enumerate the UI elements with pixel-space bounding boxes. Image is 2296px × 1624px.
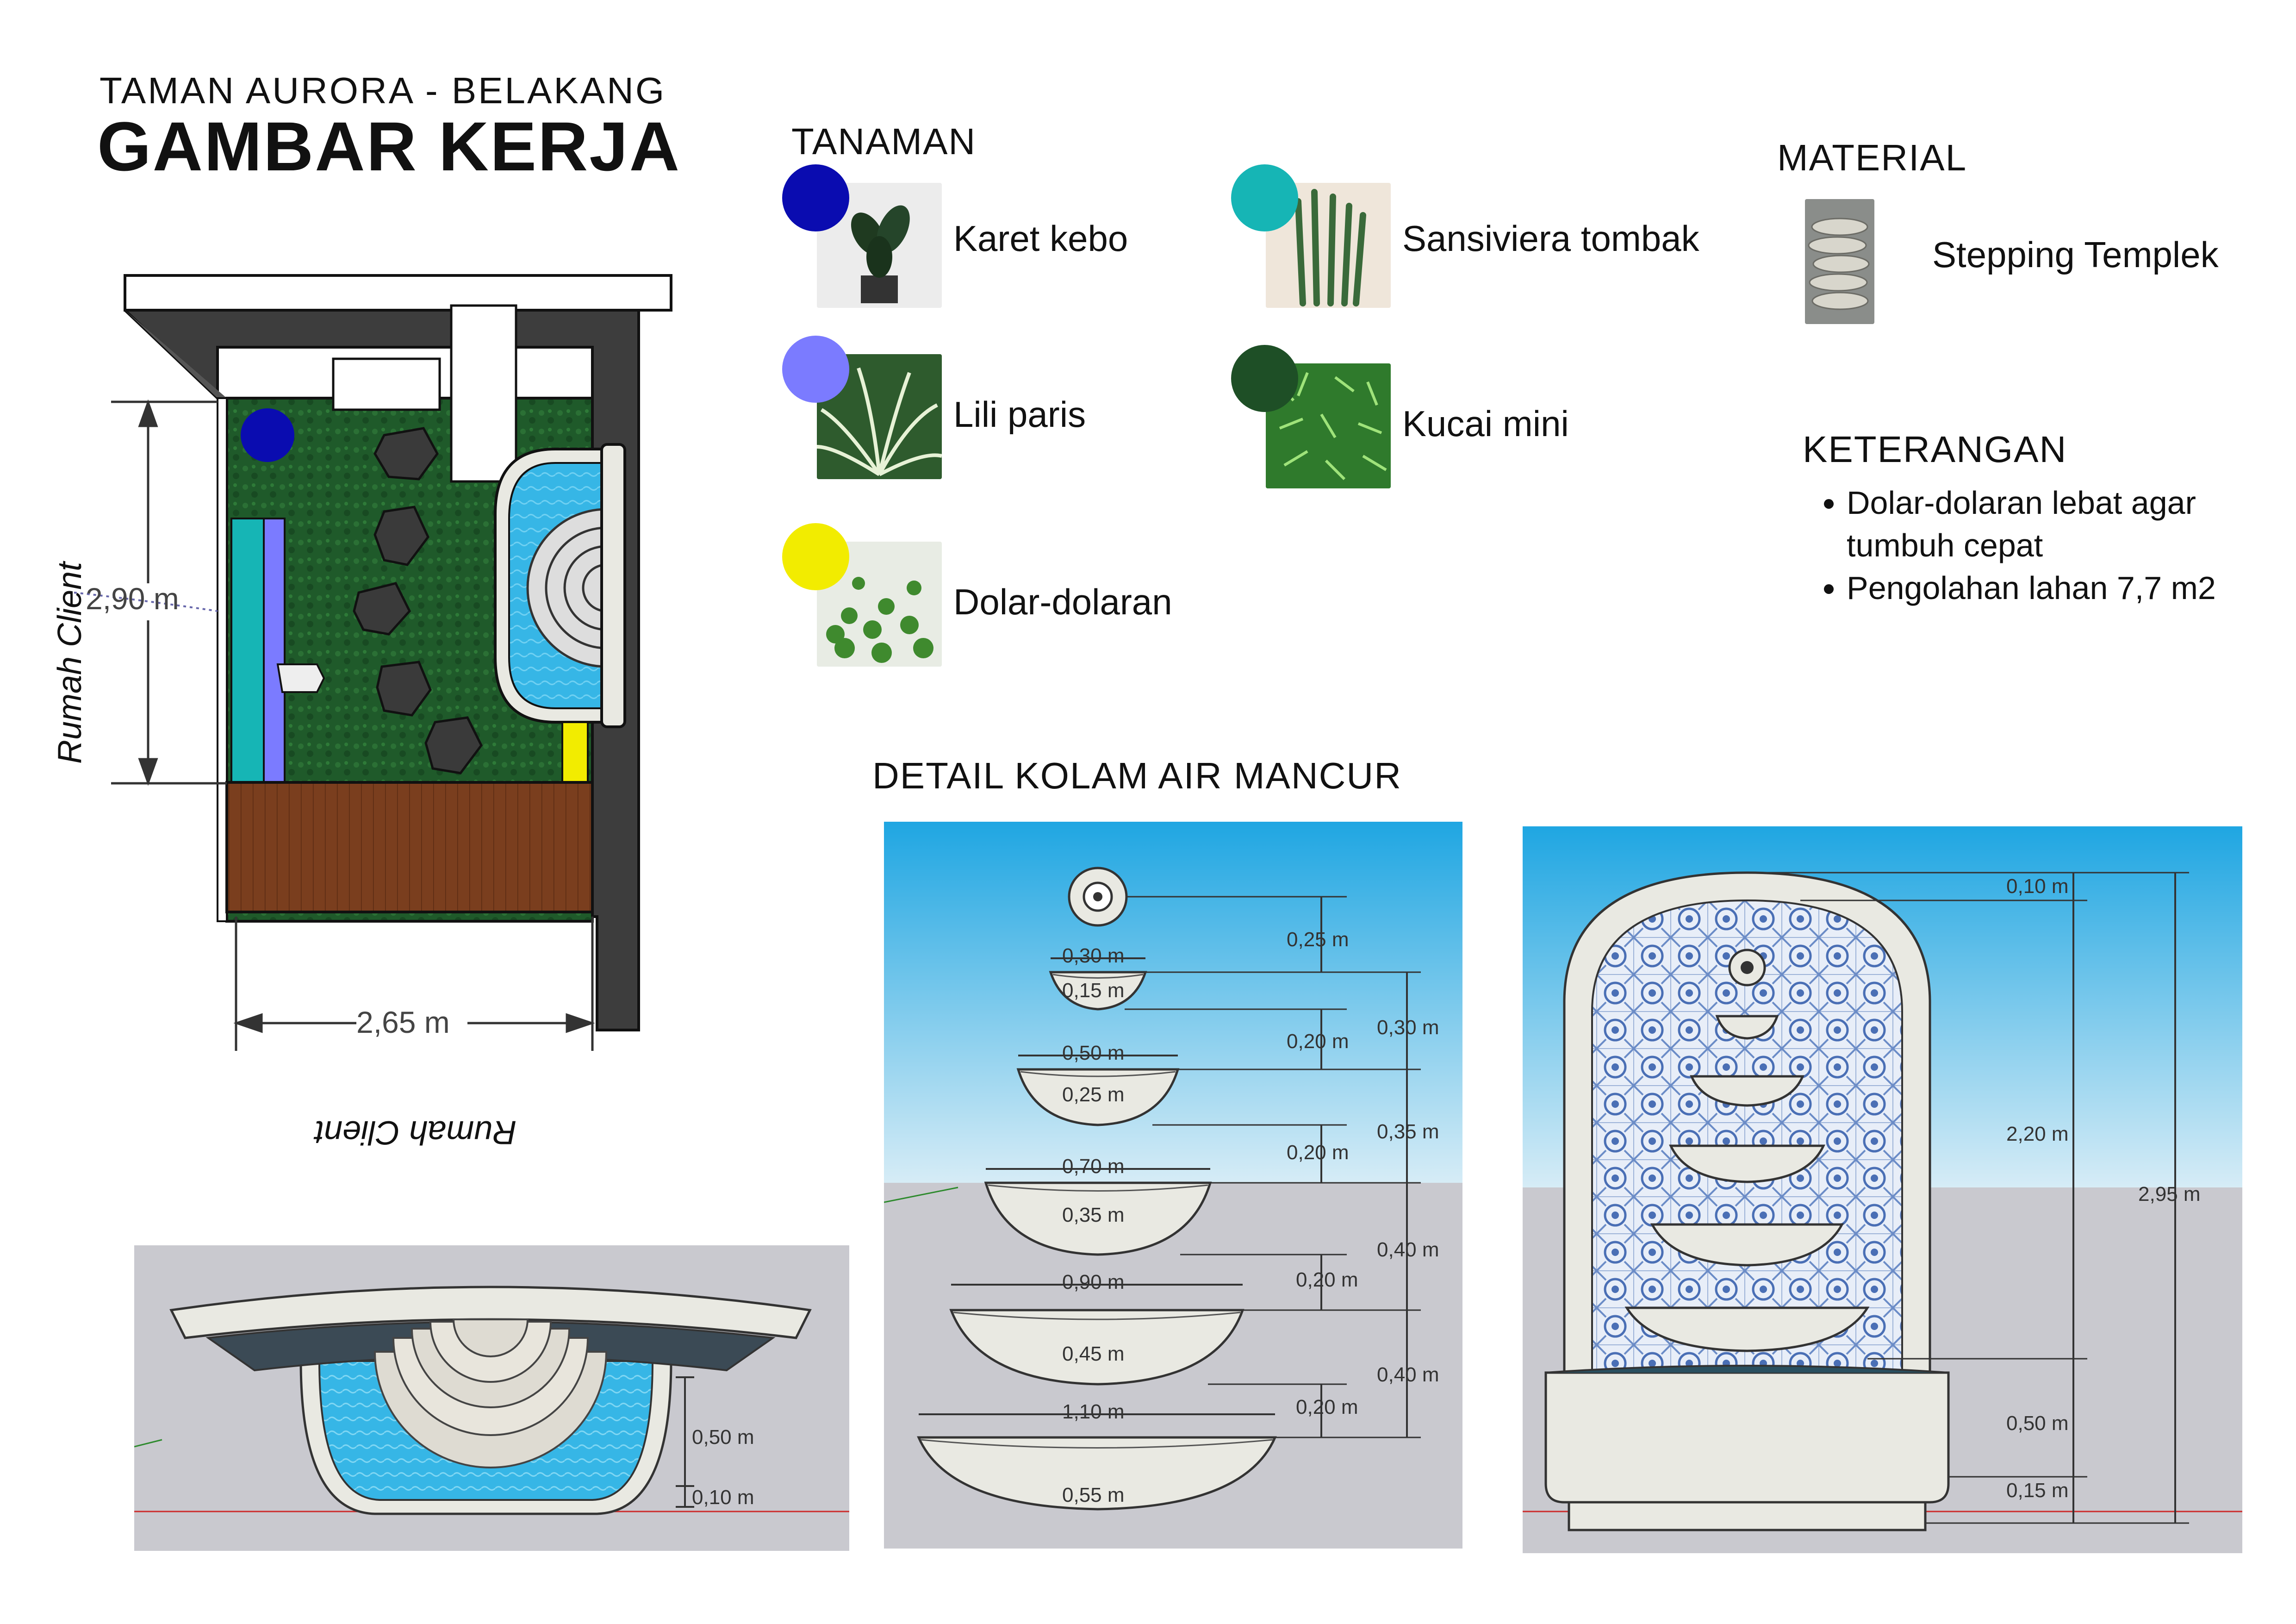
plants-heading: TANAMAN: [791, 121, 977, 162]
sansiviera-label: Sansiviera tombak: [1402, 218, 1699, 259]
lili-paris-swatch: [782, 336, 849, 403]
dolar-dolaran-photo: [817, 542, 942, 667]
lili-paris-label: Lili paris: [953, 394, 1086, 435]
page-subtitle: TAMAN AURORA - BELAKANG: [100, 70, 666, 111]
bowl-spacing-4: 0,40 m: [1377, 1363, 1439, 1386]
karet-kebo-swatch: [782, 164, 849, 231]
bowl-spacing-3: 0,40 m: [1377, 1238, 1439, 1261]
dolar-dolaran-swatch: [782, 523, 849, 590]
sansiviera-swatch: [1231, 164, 1298, 231]
kucai-mini-swatch: [1231, 345, 1298, 412]
bowl-gap-2: 0,20 m: [1287, 1030, 1349, 1053]
elevation-dim-bottom: 0,15 m: [2006, 1479, 2069, 1502]
stepping-templek-label: Stepping Templek: [1932, 234, 2219, 275]
note-item: Dolar-dolaran lebat agar tumbuh cepat: [1847, 481, 2272, 567]
bowl-gap-3: 0,20 m: [1287, 1141, 1349, 1164]
material-heading: MATERIAL: [1777, 137, 1967, 178]
kucai-mini-label: Kucai mini: [1402, 403, 1569, 444]
front-dim-height: 0,50 m: [692, 1426, 754, 1449]
dolar-dolaran-label: Dolar-dolaran: [953, 581, 1172, 622]
karet-kebo-label: Karet kebo: [953, 218, 1128, 259]
page-title: GAMBAR KERJA: [97, 107, 681, 185]
note-item: Pengolahan lahan 7,7 m2: [1847, 567, 2272, 609]
bowl-width-1: 0,30 m: [1062, 944, 1125, 967]
plan-side-label: Rumah Client: [51, 562, 88, 764]
bowl-width-5: 1,10 m: [1062, 1400, 1125, 1423]
front-dim-base: 0,10 m: [692, 1486, 754, 1509]
notes-heading: KETERANGAN: [1803, 429, 2067, 470]
bowl-gap-1: 0,25 m: [1287, 928, 1349, 951]
fountain-elevation: [1523, 826, 2242, 1553]
site-plan: [74, 274, 672, 1051]
notes-list: Dolar-dolaran lebat agar tumbuh cepat Pe…: [1810, 481, 2272, 609]
plan-width-dimension: 2,65 m: [356, 1005, 450, 1039]
bowl-spacing-2: 0,35 m: [1377, 1120, 1439, 1143]
elevation-dim-base: 0,50 m: [2006, 1412, 2069, 1435]
plan-height-dimension: 2,90 m: [86, 581, 179, 616]
elevation-dim-mid: 2,20 m: [2006, 1123, 2069, 1145]
bowl-depth-5: 0,55 m: [1062, 1484, 1125, 1506]
bowl-depth-2: 0,25 m: [1062, 1083, 1125, 1106]
karet-kebo-photo: [817, 183, 942, 308]
bowl-width-4: 0,90 m: [1062, 1271, 1125, 1293]
fountain-front-view: [134, 1245, 849, 1551]
fountain-bowl-section: [884, 822, 1462, 1549]
detail-heading: DETAIL KOLAM AIR MANCUR: [872, 755, 1402, 796]
stepping-templek-photo: [1805, 199, 1874, 324]
bowl-spacing-1: 0,30 m: [1377, 1016, 1439, 1039]
plan-bottom-label: Rumah Client: [315, 1114, 517, 1151]
bowl-gap-4: 0,20 m: [1296, 1268, 1358, 1291]
elevation-dim-total: 2,95 m: [2138, 1183, 2201, 1206]
bowl-width-2: 0,50 m: [1062, 1042, 1125, 1064]
bowl-depth-4: 0,45 m: [1062, 1343, 1125, 1365]
bowl-depth-1: 0,15 m: [1062, 979, 1125, 1002]
elevation-dim-top: 0,10 m: [2006, 875, 2069, 898]
bowl-depth-3: 0,35 m: [1062, 1204, 1125, 1226]
bowl-gap-5: 0,20 m: [1296, 1396, 1358, 1418]
bowl-width-3: 0,70 m: [1062, 1155, 1125, 1178]
